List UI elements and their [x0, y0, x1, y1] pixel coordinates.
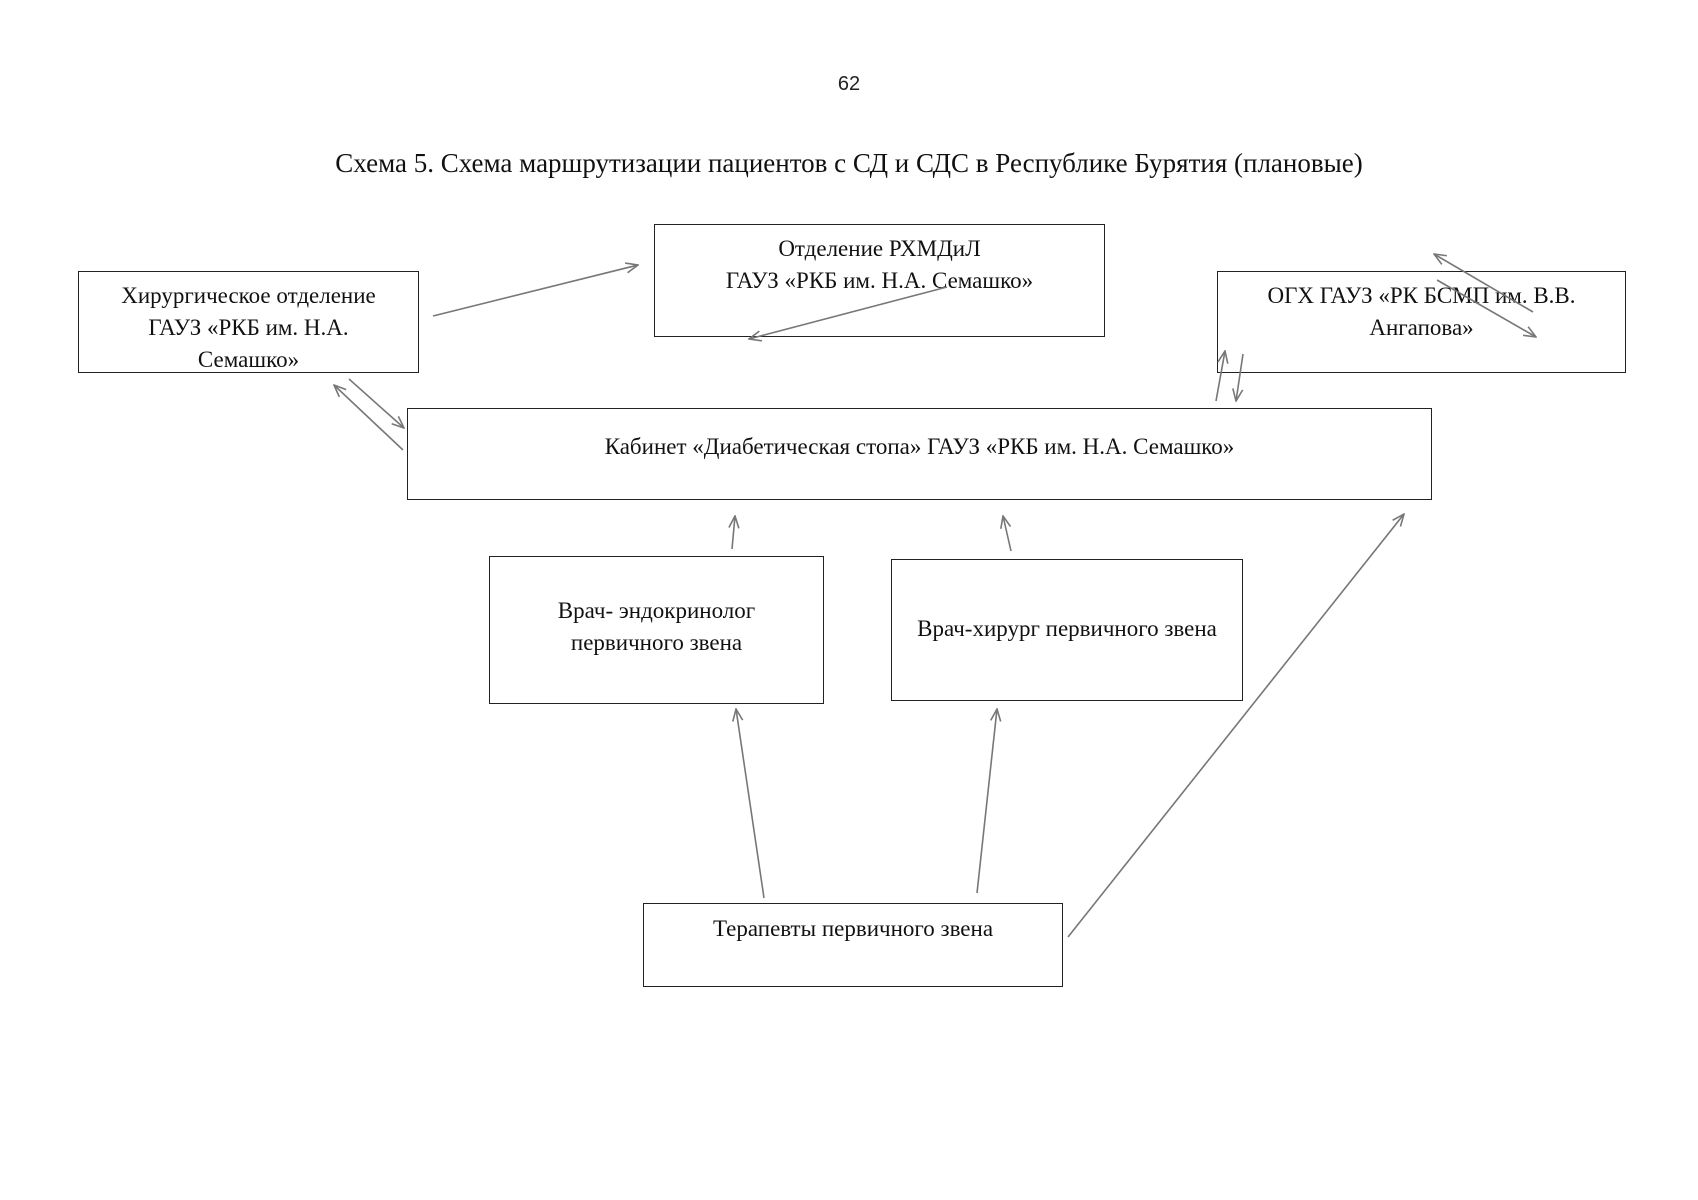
node-ogh-line2: Ангапова»	[1369, 315, 1474, 340]
arrow-surgeon-to-cabinet	[1003, 516, 1012, 552]
arrow-cabinet-to-ogh	[1215, 351, 1225, 402]
arrow-cabinet-to-surgery	[334, 385, 404, 451]
node-rhmdil-line2: ГАУЗ «РКБ им. Н.А. Семашко»	[725, 268, 1034, 293]
node-endo-line2: первичного звена	[570, 630, 743, 655]
arrow-ogh-up	[1434, 254, 1534, 313]
node-endo-line1: Врач- эндокринолог	[557, 598, 756, 623]
page-number: 62	[837, 73, 861, 95]
arrow-rhmdil-return	[749, 286, 948, 339]
node-surgeon-line1: Врач-хирург первичного звена	[917, 616, 1217, 641]
node-rhmdil-department: Отделение РХМДиЛ ГАУЗ «РКБ им. Н.А. Сема…	[654, 224, 1105, 337]
arrow-endo-to-cabinet	[732, 516, 735, 550]
arrow-therapists-to-endo	[736, 709, 765, 899]
node-ogh-line1: ОГХ ГАУЗ «РК БСМП им. В.В.	[1267, 283, 1576, 308]
arrow-therapists-to-surgeon	[976, 709, 997, 894]
arrow-ogh-down	[1436, 279, 1536, 337]
node-primary-surgeon: Врач-хирург первичного звена	[891, 559, 1243, 701]
arrow-surgery-to-cabinet	[348, 378, 404, 428]
node-primary-therapists: Терапевты первичного звена	[643, 903, 1063, 987]
node-ogh-department: ОГХ ГАУЗ «РК БСМП им. В.В. Ангапова»	[1217, 271, 1626, 373]
arrow-ogh-to-cabinet	[1236, 353, 1244, 401]
node-therap-line1: Терапевты первичного звена	[712, 916, 994, 941]
node-surgery-line2: ГАУЗ «РКБ им. Н.А.	[148, 315, 349, 340]
node-cabinet-line1: Кабинет «Диабетическая стопа» ГАУЗ «РКБ …	[604, 434, 1235, 459]
node-surgery-department: Хирургическое отделение ГАУЗ «РКБ им. Н.…	[78, 271, 419, 373]
node-endocrinologist: Врач- эндокринолог первичного звена	[489, 556, 824, 704]
node-surgery-line1: Хирургическое отделение	[121, 283, 376, 308]
arrow-surgery-to-rhmdil	[432, 265, 638, 317]
arrow-therapists-to-cabinet	[1067, 514, 1404, 938]
node-surgery-line3: Семашко»	[197, 347, 300, 372]
node-diabetic-foot-cabinet: Кабинет «Диабетическая стопа» ГАУЗ «РКБ …	[407, 408, 1432, 500]
diagram-caption: Схема 5. Схема маршрутизации пациентов с…	[335, 148, 1363, 178]
node-rhmdil-line1: Отделение РХМДиЛ	[778, 236, 981, 261]
